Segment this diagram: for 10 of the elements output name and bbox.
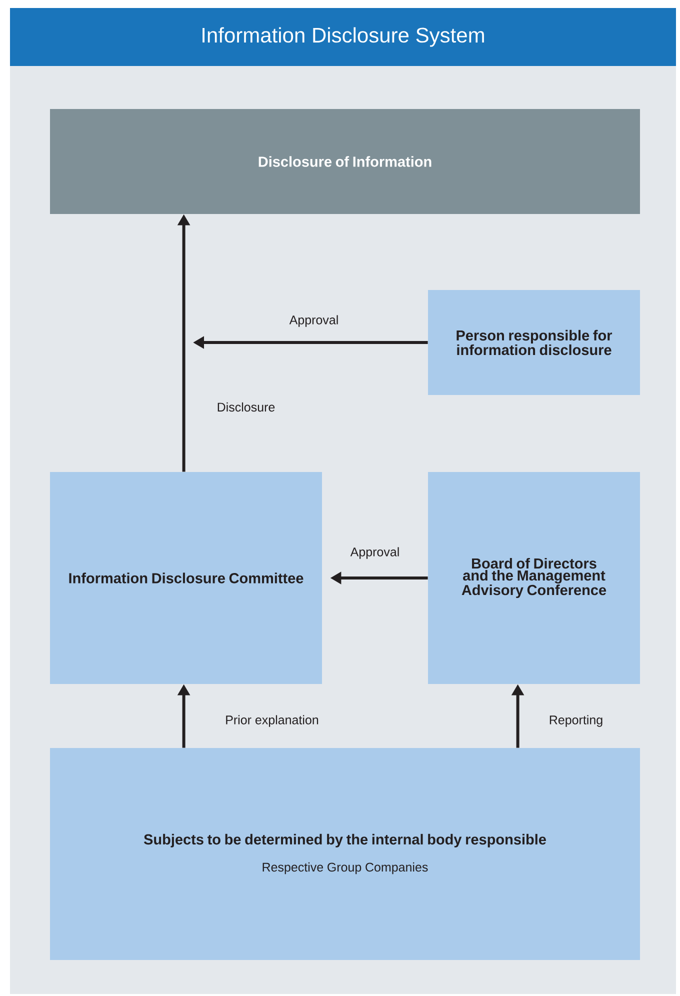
process-box: Board of Directors and the Management Advisory Conference [428, 472, 640, 684]
edge-label: Prior explanation [224, 714, 320, 728]
process-box: Person responsible for information disclosure [428, 290, 640, 395]
edge-label: Approval [288, 314, 340, 328]
edge-label: Reporting [548, 714, 604, 728]
edge-label: Approval [349, 546, 401, 560]
process-box: Subjects to be determined by the internal body responsible Respective Group Companies [50, 748, 640, 960]
process-box: Disclosure of Information [50, 109, 640, 214]
process-box: Information Disclosure Committee [50, 472, 322, 684]
title-bar: Information Disclosure System [10, 8, 676, 66]
